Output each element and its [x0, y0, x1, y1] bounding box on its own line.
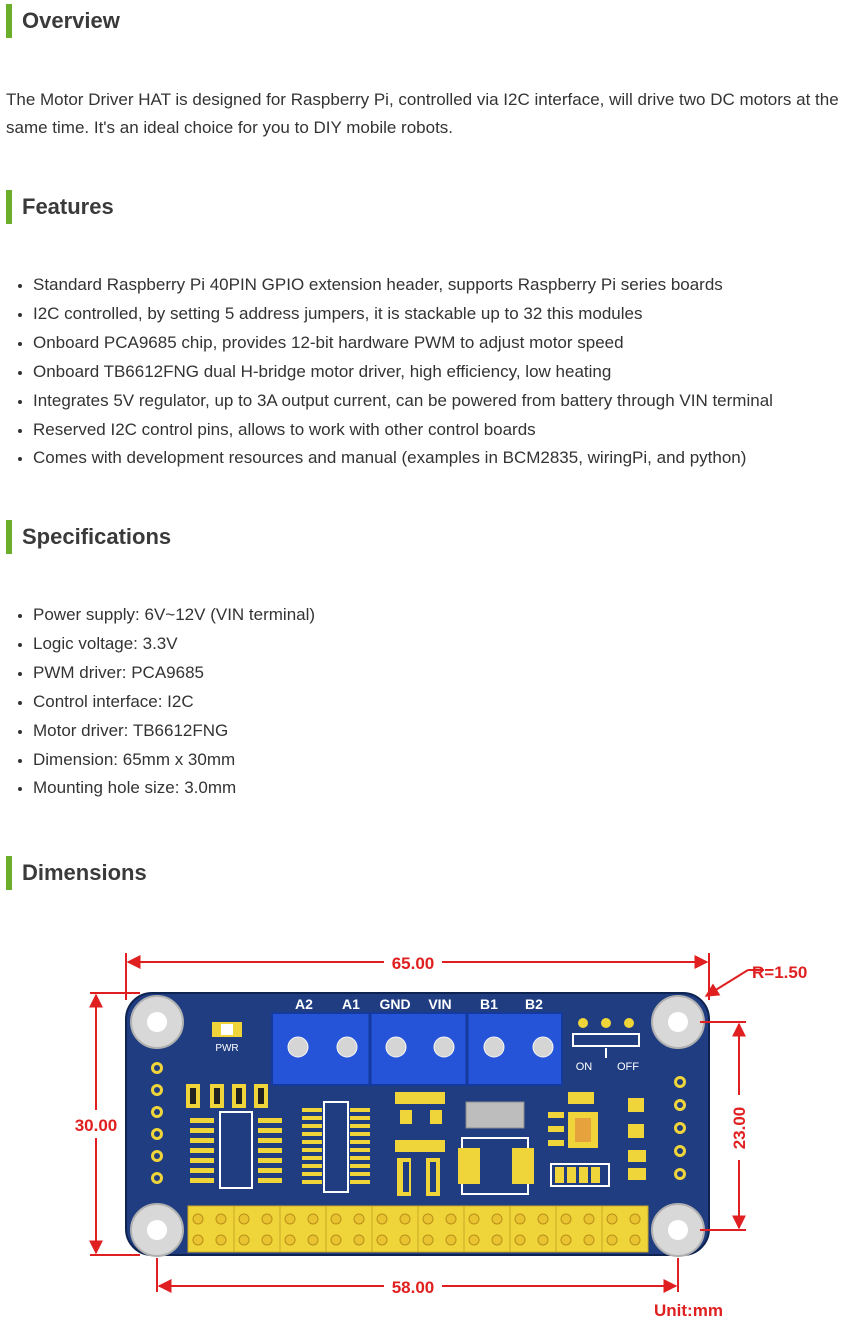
header-pin	[422, 1234, 434, 1246]
header-pin	[376, 1213, 388, 1225]
height-label: 30.00	[75, 1116, 118, 1135]
radius-label: R=1.50	[752, 963, 807, 982]
terminal-label-a2: A2	[295, 996, 313, 1012]
width-label: 65.00	[392, 954, 435, 973]
overview-text: The Motor Driver HAT is designed for Ras…	[6, 90, 839, 137]
header-pin	[399, 1234, 411, 1246]
left-chip-footprint	[190, 1111, 282, 1189]
header-pin	[353, 1213, 365, 1225]
header-pin	[399, 1213, 411, 1225]
header-pin	[215, 1213, 227, 1225]
features-heading: Features	[6, 190, 114, 224]
header-pin	[629, 1213, 641, 1225]
board: PWR	[125, 992, 710, 1257]
hole-spacing-y-label: 23.00	[730, 1107, 749, 1150]
dimension-lines	[89, 953, 764, 1293]
list-item: Integrates 5V regulator, up to 3A output…	[33, 387, 773, 416]
address-jumpers	[550, 1150, 646, 1187]
header-pin	[215, 1234, 227, 1246]
terminal-label-b2: B2	[525, 996, 543, 1012]
header-pin	[261, 1234, 273, 1246]
gpio-header	[187, 1205, 649, 1253]
unit-label: Unit:mm	[654, 1301, 723, 1320]
terminal-label-a1: A1	[342, 996, 360, 1012]
mounting-holes	[130, 995, 705, 1257]
header-pin	[468, 1213, 480, 1225]
header-pin	[192, 1213, 204, 1225]
header-pin	[537, 1234, 549, 1246]
header-pin	[514, 1234, 526, 1246]
list-item: Logic voltage: 3.3V	[33, 630, 315, 659]
dimension-drawing: PWR	[75, 953, 807, 1320]
terminal-label-vin: VIN	[428, 996, 451, 1012]
terminal-label-b1: B1	[480, 996, 498, 1012]
list-item: Standard Raspberry Pi 40PIN GPIO extensi…	[33, 271, 773, 300]
on-off-jumper: ON OFF	[572, 1018, 640, 1073]
list-item: Control interface: I2C	[33, 688, 315, 717]
list-item: Dimension: 65mm x 30mm	[33, 746, 315, 775]
header-pin	[238, 1213, 250, 1225]
list-item: I2C controlled, by setting 5 address jum…	[33, 300, 773, 329]
header-pin	[307, 1234, 319, 1246]
list-item: Onboard TB6612FNG dual H-bridge motor dr…	[33, 358, 773, 387]
list-item: Onboard PCA9685 chip, provides 12-bit ha…	[33, 329, 773, 358]
header-pin	[514, 1213, 526, 1225]
terminal-blocks	[271, 1012, 563, 1086]
specifications-heading: Specifications	[6, 520, 171, 554]
header-pin	[307, 1213, 319, 1225]
header-pin	[284, 1213, 296, 1225]
header-pin	[284, 1234, 296, 1246]
header-pin	[261, 1213, 273, 1225]
header-pin	[330, 1213, 342, 1225]
hole-spacing-x-label: 58.00	[392, 1278, 435, 1297]
header-pin	[491, 1213, 503, 1225]
list-item: Power supply: 6V~12V (VIN terminal)	[33, 601, 315, 630]
dimensions-heading: Dimensions	[6, 856, 147, 890]
header-pin	[376, 1234, 388, 1246]
list-item: Reserved I2C control pins, allows to wor…	[33, 416, 773, 445]
header-pin	[491, 1234, 503, 1246]
header-pin	[353, 1234, 365, 1246]
overview-heading: Overview	[6, 4, 120, 38]
header-pin	[583, 1234, 595, 1246]
header-pin	[238, 1234, 250, 1246]
header-pin	[422, 1213, 434, 1225]
terminal-label-gnd: GND	[379, 996, 410, 1012]
list-item: Mounting hole size: 3.0mm	[33, 774, 315, 803]
address-chip	[548, 1092, 644, 1148]
header-pin	[560, 1234, 572, 1246]
header-pin	[445, 1234, 457, 1246]
header-pin	[606, 1213, 618, 1225]
specifications-list: Power supply: 6V~12V (VIN terminal) Logi…	[0, 601, 315, 803]
on-label: ON	[576, 1061, 593, 1073]
header-pin	[192, 1234, 204, 1246]
features-list: Standard Raspberry Pi 40PIN GPIO extensi…	[0, 271, 773, 473]
list-item: Motor driver: TB6612FNG	[33, 717, 315, 746]
header-pin	[468, 1234, 480, 1246]
header-pin	[629, 1234, 641, 1246]
off-label: OFF	[617, 1061, 639, 1073]
header-pin	[445, 1213, 457, 1225]
pca9685-footprint	[302, 1101, 370, 1193]
header-pin	[330, 1234, 342, 1246]
header-pin	[606, 1234, 618, 1246]
regulator	[458, 1101, 534, 1195]
header-pin	[560, 1213, 572, 1225]
list-item: Comes with development resources and man…	[33, 444, 773, 473]
header-pin	[537, 1213, 549, 1225]
pwr-label: PWR	[215, 1043, 238, 1054]
list-item: PWM driver: PCA9685	[33, 659, 315, 688]
header-pin	[583, 1213, 595, 1225]
